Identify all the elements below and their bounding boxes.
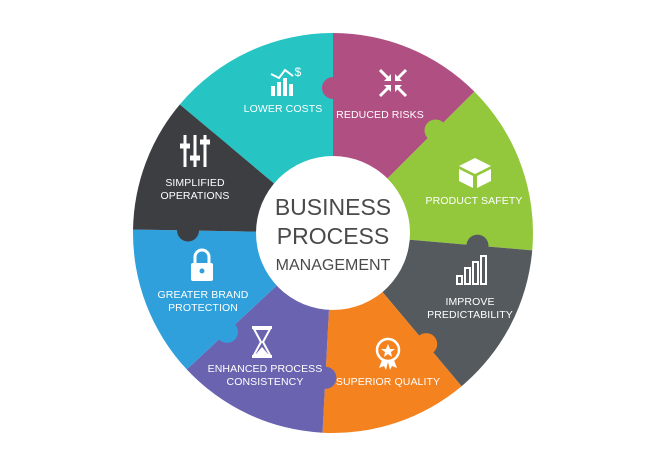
arrows-inward-icon	[378, 68, 408, 98]
box-icon	[459, 158, 491, 188]
center-title-line1: BUSINESS	[275, 194, 391, 220]
hourglass-icon	[252, 326, 272, 358]
segment-tab-enhanced-process-consistency	[314, 366, 337, 389]
segment-label-product-safety: PRODUCT SAFETY	[426, 195, 523, 207]
segment-label-enhanced-process-consistency-line1: ENHANCED PROCESS	[208, 363, 323, 375]
segment-tab-reduced-risks	[322, 77, 344, 99]
segment-label-improve-predictability-line2: PREDICTABILITY	[427, 309, 513, 321]
award-badge-icon	[375, 337, 401, 370]
svg-text:$: $	[295, 65, 302, 79]
segment-label-enhanced-process-consistency-line2: CONSISTENCY	[227, 376, 304, 388]
segment-simplified-operations	[133, 104, 280, 232]
segment-label-reduced-risks: REDUCED RISKS	[336, 109, 424, 121]
segment-label-superior-quality: SUPERIOR QUALITY	[336, 376, 440, 388]
segment-label-lower-costs: LOWER COSTS	[244, 103, 323, 115]
segment-product-safety	[382, 91, 534, 251]
segment-label-simplified-operations-line1: SIMPLIFIED	[165, 177, 225, 189]
segment-tab-greater-brand-protection	[215, 320, 238, 343]
segment-improve-predictability	[377, 239, 533, 387]
segment-reduced-risks	[333, 33, 475, 184]
segment-label-greater-brand-protection-line2: PROTECTION	[168, 302, 238, 314]
segment-tab-simplified-operations	[177, 219, 200, 242]
labels-layer: LOWER COSTS REDUCED RISKS PRODUCT SAFETY IM…	[158, 103, 523, 388]
segments-layer	[133, 33, 534, 433]
segment-greater-brand-protection	[133, 229, 282, 370]
center-title-line3: MANAGEMENT	[276, 257, 391, 274]
segment-tab-superior-quality	[415, 333, 438, 356]
segment-label-greater-brand-protection-line1: GREATER BRAND	[158, 289, 249, 301]
segment-label-improve-predictability-line1: IMPROVE	[445, 296, 494, 308]
center-circle	[256, 156, 410, 310]
bar-chart-icon	[456, 255, 487, 285]
icons-layer: $	[180, 65, 491, 370]
segment-lower-costs	[179, 33, 333, 189]
chart-dollar-icon: $	[270, 65, 302, 96]
segment-label-simplified-operations-line2: OPERATIONS	[160, 190, 229, 202]
padlock-icon	[191, 248, 213, 281]
sliders-icon	[180, 135, 210, 167]
center-title-line2: PROCESS	[277, 223, 389, 249]
segment-tab-improve-predictability	[466, 234, 489, 257]
segment-tab-product-safety	[424, 119, 447, 142]
